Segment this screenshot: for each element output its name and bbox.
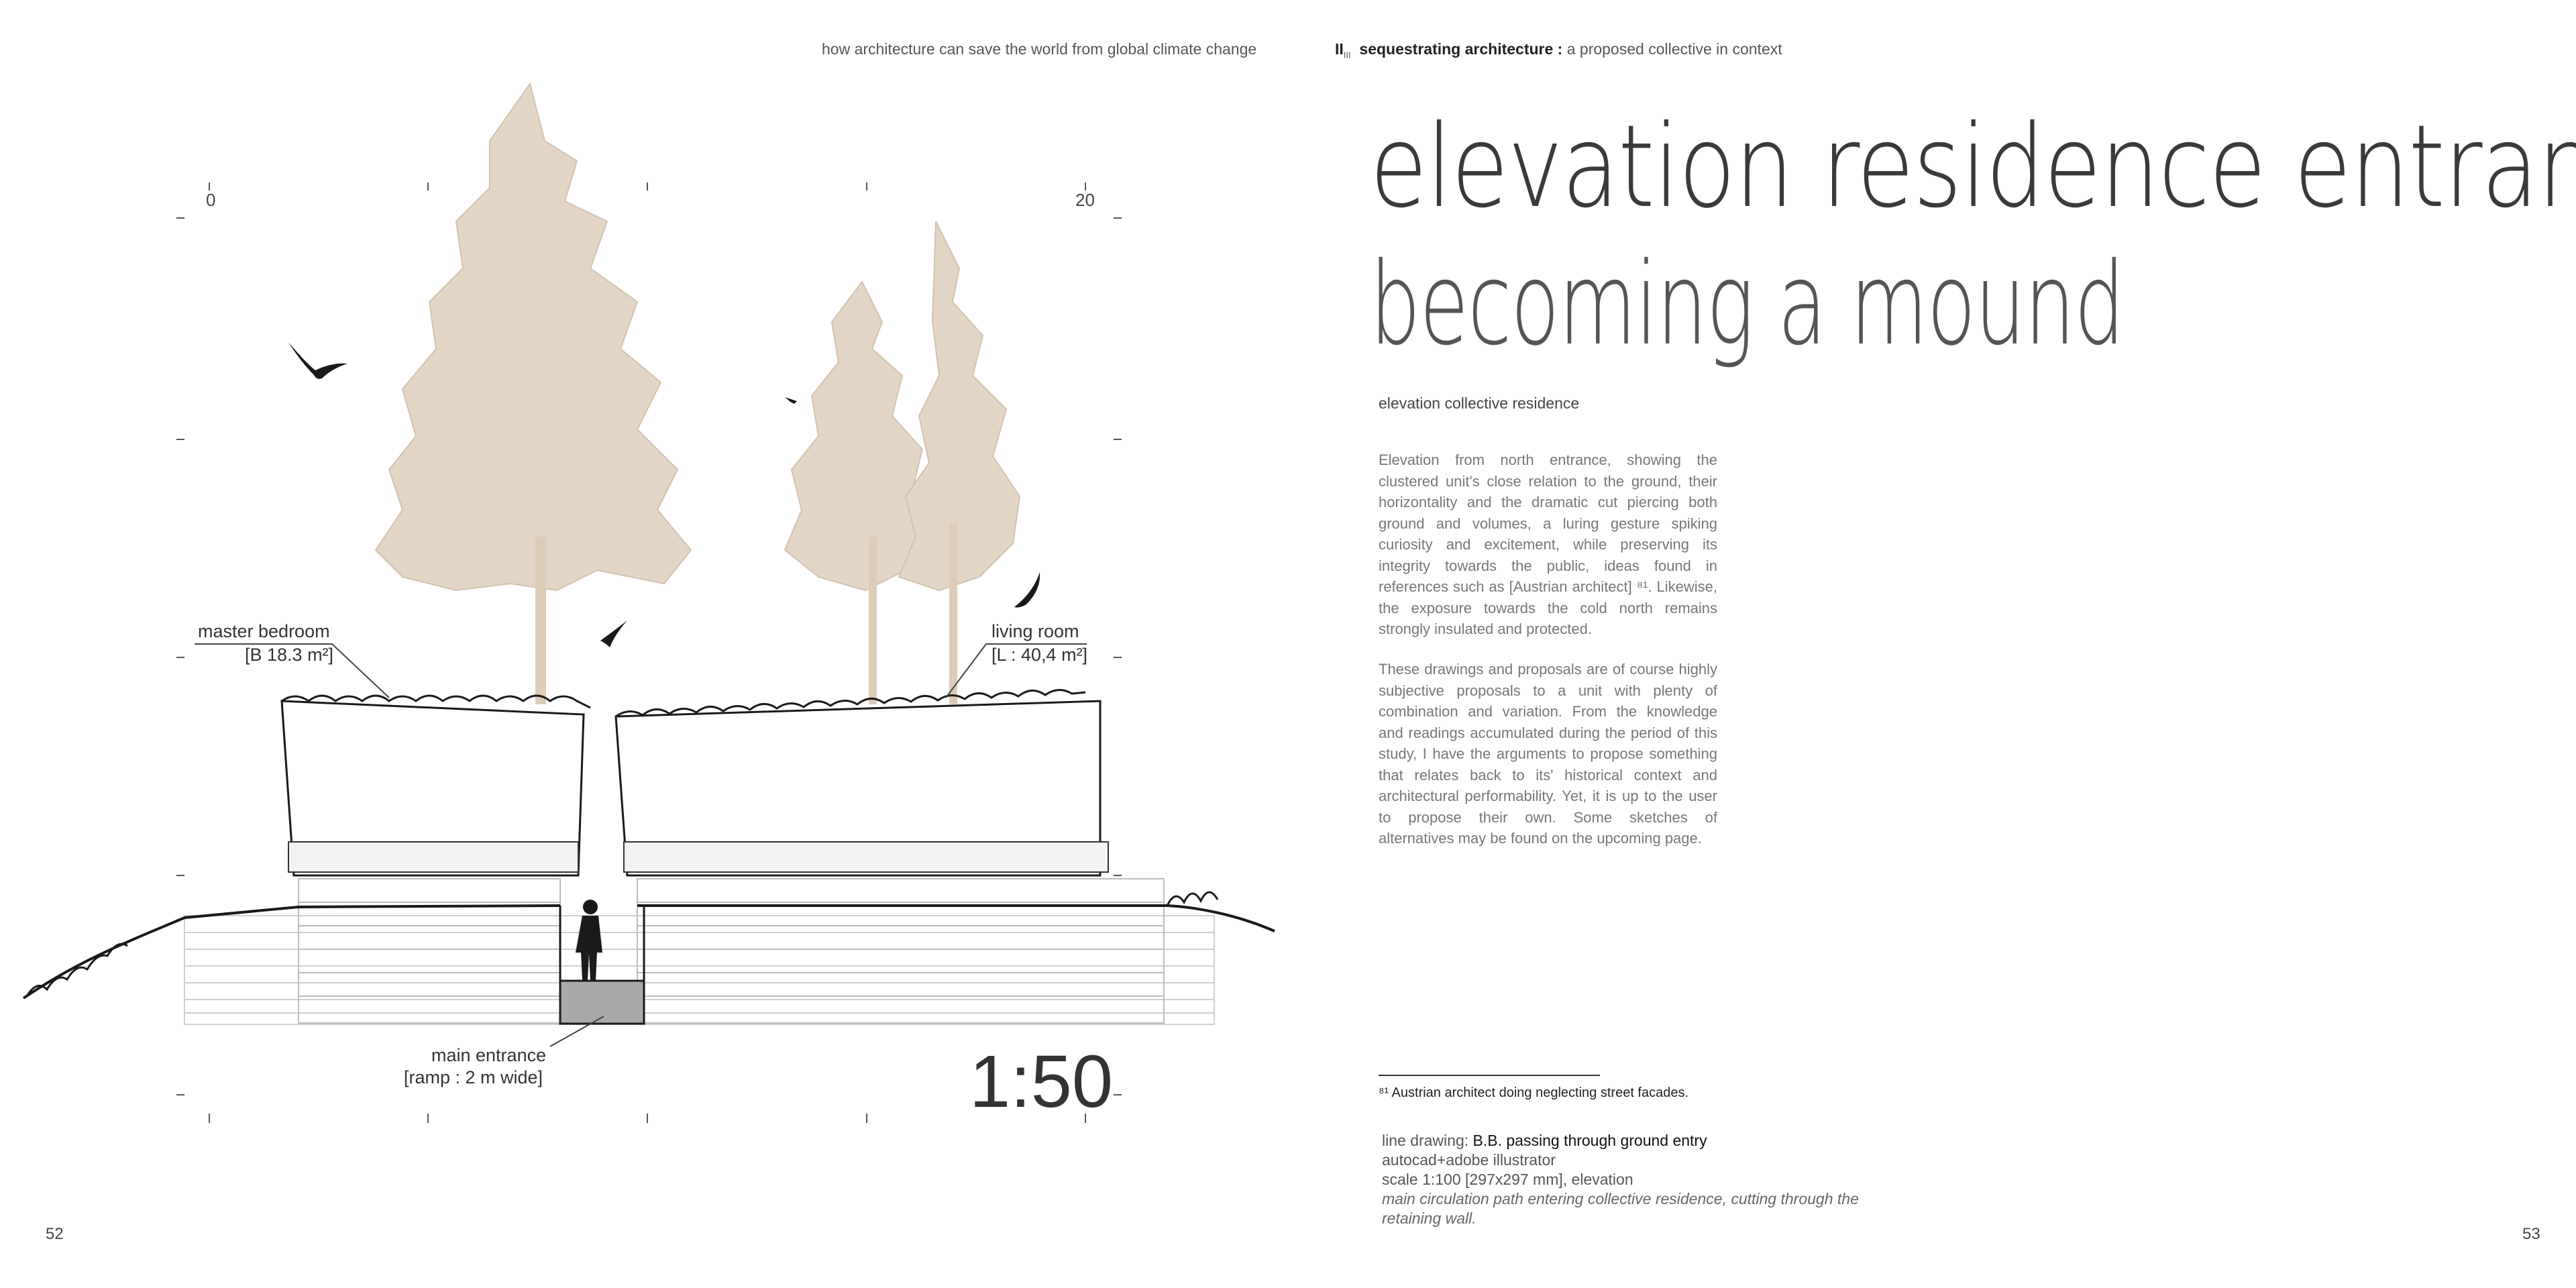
scale-start-label: 0 <box>206 190 215 210</box>
section-heading: elevation collective residence <box>1379 394 1580 412</box>
living-room-label: living room <box>991 621 1079 641</box>
chapter-subtitle: a proposed collective in context <box>1562 40 1782 58</box>
footnote: ⁸¹ Austrian architect doing neglecting s… <box>1379 1085 1689 1100</box>
caption-description: main circulation path entering collectiv… <box>1382 1190 1859 1227</box>
person-silhouette <box>576 900 602 981</box>
elevation-drawing: 0 20 <box>22 82 1275 1123</box>
caption-title: B.B. passing through ground entry <box>1472 1132 1707 1149</box>
scale-label: 1:50 <box>969 1040 1113 1123</box>
living-room-area: [L : 40,4 m²] <box>991 645 1087 665</box>
figure-caption: line drawing: B.B. passing through groun… <box>1382 1131 1919 1228</box>
left-tree <box>374 82 692 704</box>
running-header-right: IIIII sequestrating architecture : a pro… <box>1335 40 1782 60</box>
caption-software: autocad+adobe illustrator <box>1382 1151 1556 1169</box>
master-bedroom-area: [B 18.3 m²] <box>245 645 333 665</box>
entrance-ramp <box>559 979 645 1025</box>
body-paragraph-1: Elevation from north entrance, showing t… <box>1379 451 1717 637</box>
building-volumes <box>280 700 1102 877</box>
bird-silhouettes <box>288 342 1040 647</box>
leader-lines <box>195 643 1087 1047</box>
running-header-left: how architecture can save the world from… <box>822 40 1257 58</box>
roof-eaves <box>288 841 1109 873</box>
scale-end-label: 20 <box>1075 190 1095 210</box>
chapter-marker-sub: III <box>1343 50 1351 60</box>
ground-line <box>22 904 1275 1000</box>
caption-scale: scale 1:100 [297x297 mm], elevation <box>1382 1171 1633 1188</box>
page-number-left: 52 <box>46 1225 64 1243</box>
caption-prefix: line drawing: <box>1382 1132 1473 1149</box>
main-entrance-label: main entrance <box>431 1045 546 1065</box>
master-bedroom-label: master bedroom <box>198 621 330 641</box>
log-cabin-walls <box>298 878 1165 1024</box>
page-number-right: 53 <box>2522 1225 2540 1243</box>
body-paragraph-2: These drawings and proposals are of cour… <box>1379 661 1717 847</box>
scale-frame-ticks <box>176 182 1122 1123</box>
right-trees <box>784 221 1021 704</box>
chapter-title: sequestrating architecture : <box>1359 40 1563 58</box>
page-title: elevation residence entrance <box>1370 101 2576 233</box>
footnote-rule <box>1379 1075 1600 1076</box>
main-entrance-detail: [ramp : 2 m wide] <box>404 1067 543 1087</box>
log-wall <box>184 915 1215 1025</box>
chapter-marker: II <box>1335 40 1344 58</box>
page-subtitle: becoming a mound <box>1370 238 2125 371</box>
green-roof-vegetation <box>25 689 1219 997</box>
